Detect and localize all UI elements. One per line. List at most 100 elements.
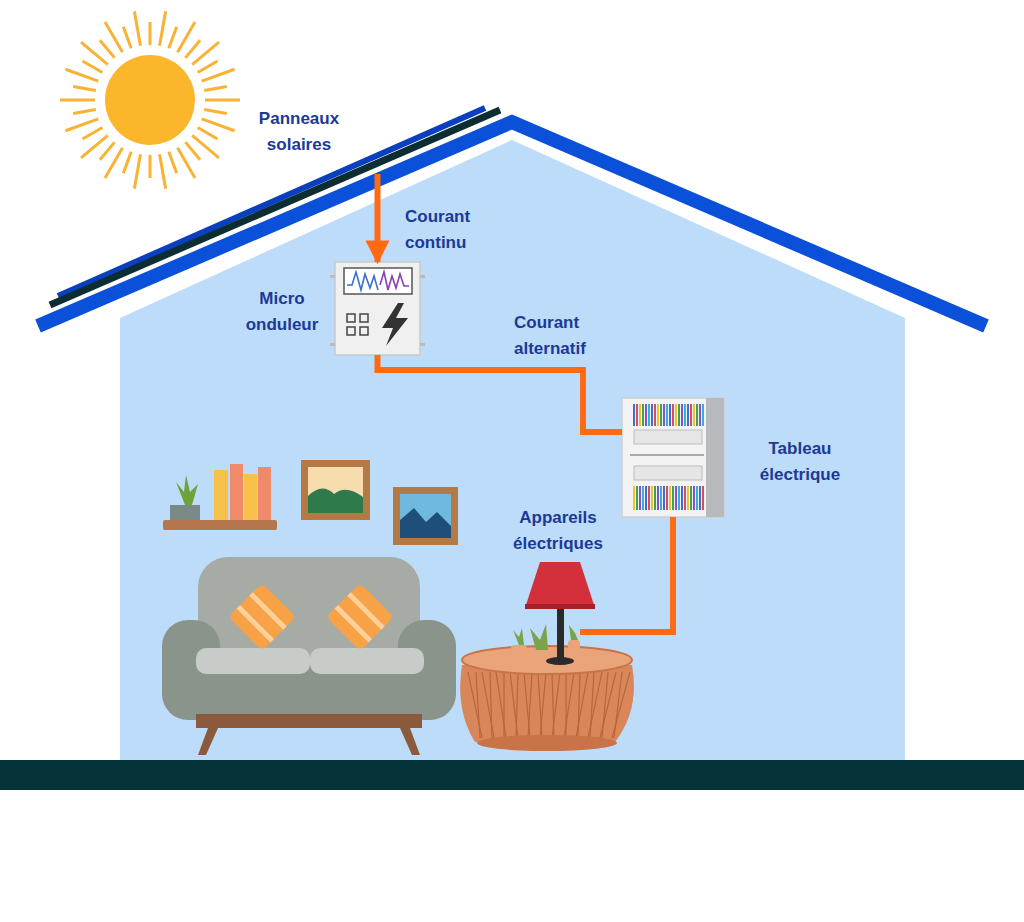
component-label: Panneaux solaires	[238, 106, 360, 158]
component-label: Appareils électriques	[492, 505, 624, 557]
panel-wire	[651, 486, 653, 510]
panel-wire	[672, 404, 674, 426]
sun-ray	[149, 22, 152, 45]
sun-ray	[205, 99, 240, 102]
table-lamp	[511, 562, 595, 665]
current-wire	[378, 355, 623, 432]
panel-wire	[684, 486, 686, 510]
wicker-strand	[482, 672, 494, 738]
component: Panneaux solaires	[362, 160, 392, 174]
panel-wire	[669, 486, 671, 510]
wicker-strand	[576, 672, 588, 738]
sun-ray	[105, 22, 123, 52]
panel-wire	[666, 404, 668, 426]
panel-wire	[633, 404, 635, 426]
panel-wire	[645, 404, 647, 426]
panel-wire	[660, 486, 662, 510]
panel-wire	[693, 486, 695, 510]
wicker-strand	[552, 672, 554, 738]
panel-wire	[702, 486, 704, 510]
panel-wire	[675, 486, 677, 510]
sun-ray	[202, 119, 235, 131]
picture-frame	[393, 487, 458, 545]
wicker-strand	[590, 672, 594, 738]
shelf	[163, 464, 277, 530]
panel-wire	[660, 404, 662, 426]
sun-ray	[73, 86, 96, 90]
wicker-strand	[552, 672, 560, 738]
sun-ray	[100, 142, 115, 160]
sun-ray	[134, 154, 140, 188]
panel-wire	[699, 404, 701, 426]
panel-wire	[684, 404, 686, 426]
sun-ray	[82, 61, 102, 73]
panel-wire	[654, 486, 656, 510]
electrical-panel	[622, 398, 724, 517]
panel-wire	[690, 404, 692, 426]
wicker-strand	[516, 672, 518, 738]
panel-wire	[648, 404, 650, 426]
sun-ray	[198, 61, 218, 73]
panel-wire	[669, 404, 671, 426]
inverter-device	[330, 262, 425, 355]
panel-wire	[633, 486, 635, 510]
sun	[105, 55, 195, 145]
panel-wire	[702, 404, 704, 426]
sun-ray	[134, 11, 140, 45]
sun-ray	[160, 11, 166, 45]
panel-wire	[651, 404, 653, 426]
panel-wire	[696, 404, 698, 426]
sun-ray	[82, 128, 102, 140]
wicker-strand	[496, 672, 506, 738]
panel-wire	[657, 486, 659, 510]
panel-wire	[687, 486, 689, 510]
panel-wire	[654, 404, 656, 426]
component: Micro onduleur	[335, 262, 420, 355]
wicker-strand	[588, 672, 602, 738]
sun-ray	[185, 142, 200, 160]
panel-wire	[678, 486, 680, 510]
sun-ray	[185, 40, 200, 58]
panel-wire	[690, 486, 692, 510]
sun-ray	[169, 27, 177, 49]
sun-ray	[204, 110, 227, 114]
sun-ray	[198, 128, 218, 140]
wicker-strand	[476, 672, 480, 738]
component: Appareils électriques	[553, 600, 580, 664]
panel-wire	[693, 404, 695, 426]
panel-wire	[663, 404, 665, 426]
sun-ray	[100, 40, 115, 58]
panel-wire	[687, 404, 689, 426]
sun-ray	[123, 27, 131, 49]
panel-wire	[696, 486, 698, 510]
panel-wire	[672, 486, 674, 510]
sofa	[162, 557, 456, 755]
component-label: Tableau électrique	[738, 436, 862, 488]
wicker-strand	[564, 672, 574, 738]
panel-wire	[663, 486, 665, 510]
panel-wire	[648, 486, 650, 510]
sun-ray	[73, 110, 96, 114]
panel-wire	[645, 486, 647, 510]
wicker-strand	[614, 672, 622, 738]
sun-ray	[204, 86, 227, 90]
sun-ray	[60, 99, 95, 102]
wicker-strand	[510, 672, 518, 738]
sun-ray	[65, 69, 98, 81]
wicker-strand	[602, 672, 608, 738]
wicker-strand	[503, 672, 504, 738]
panel-wire	[681, 404, 683, 426]
panel-wire	[657, 404, 659, 426]
wicker-table	[460, 646, 634, 751]
ground	[0, 760, 1024, 790]
panel-wire	[681, 486, 683, 510]
panel-wire	[639, 486, 641, 510]
current-label: Courant alternatif	[514, 310, 634, 362]
panel-wire	[636, 404, 638, 426]
sun-rays	[60, 11, 240, 188]
sun-ray	[202, 69, 235, 81]
panel-wire	[636, 486, 638, 510]
